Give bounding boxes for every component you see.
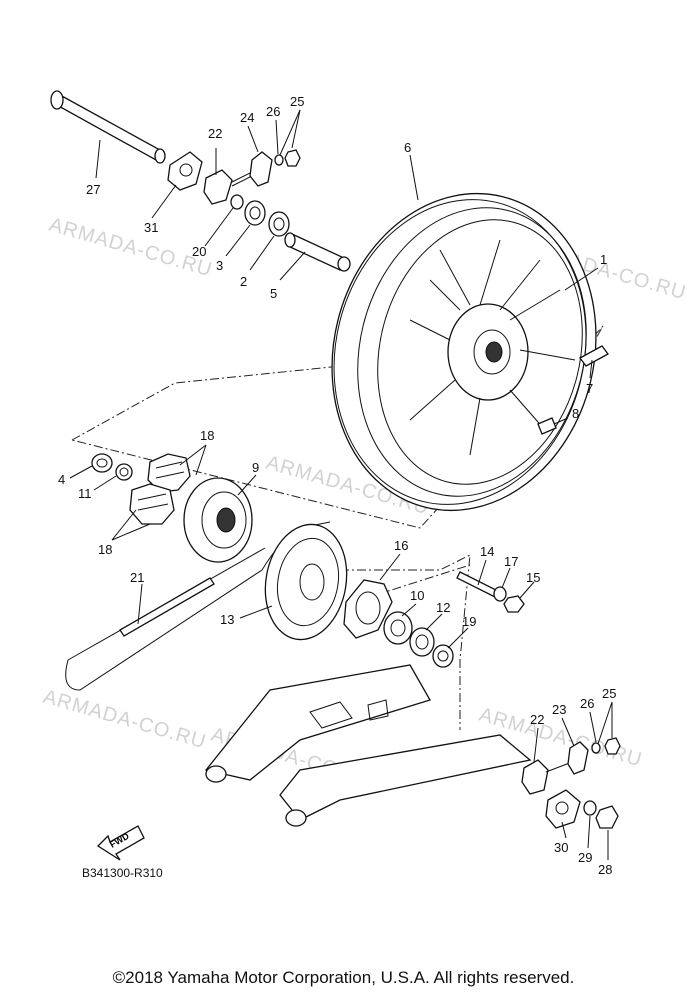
axle-27 bbox=[50, 90, 166, 164]
oil-seal-3 bbox=[244, 200, 266, 226]
nut-25-bottom bbox=[604, 737, 621, 755]
callout-15: 15 bbox=[526, 570, 540, 585]
callout-8: 8 bbox=[572, 406, 579, 421]
callout-14: 14 bbox=[480, 544, 494, 559]
callout-12: 12 bbox=[436, 600, 450, 615]
callout-29: 29 bbox=[578, 850, 592, 865]
callout-23: 23 bbox=[552, 702, 566, 717]
axle-nut-28 bbox=[595, 805, 619, 829]
chain-adjuster-22-top bbox=[203, 169, 257, 205]
adjuster-plate-23 bbox=[567, 741, 589, 775]
callout-6: 6 bbox=[404, 140, 411, 155]
swingarm bbox=[204, 664, 532, 827]
callout-30: 30 bbox=[554, 840, 568, 855]
clutch-hub-9 bbox=[183, 477, 253, 563]
drive-chain-21 bbox=[65, 521, 331, 691]
collar-20 bbox=[230, 194, 244, 210]
watermark: ARMADA-CO.RU bbox=[47, 214, 215, 282]
collar-11 bbox=[115, 463, 133, 481]
washer-26-bottom bbox=[591, 742, 601, 754]
leader-lines bbox=[69, 109, 613, 860]
collar-5 bbox=[284, 232, 351, 272]
sprocket-13 bbox=[264, 523, 348, 641]
callout-21: 21 bbox=[130, 570, 144, 585]
callout-26-top: 26 bbox=[266, 104, 280, 119]
nut-25-top bbox=[284, 149, 301, 167]
callout-5: 5 bbox=[270, 286, 277, 301]
callout-25-top: 25 bbox=[290, 94, 304, 109]
copyright-notice: ©2018 Yamaha Motor Corporation, U.S.A. A… bbox=[112, 968, 575, 987]
chain-adjuster-22-bottom bbox=[521, 759, 573, 795]
gasket-16 bbox=[343, 579, 393, 639]
callout-31: 31 bbox=[144, 220, 158, 235]
callout-27: 27 bbox=[86, 182, 100, 197]
reference-code: B341300-R310 bbox=[82, 866, 163, 880]
chain-puller-31 bbox=[167, 151, 203, 191]
rear-wheel-1 bbox=[331, 192, 597, 512]
callout-2: 2 bbox=[240, 274, 247, 289]
bearing-4 bbox=[91, 453, 113, 473]
valve-7 bbox=[579, 345, 609, 367]
callout-3: 3 bbox=[216, 258, 223, 273]
callout-26-bottom: 26 bbox=[580, 696, 594, 711]
washer-26-top bbox=[274, 154, 284, 166]
balance-weight-8 bbox=[537, 417, 557, 435]
callout-1: 1 bbox=[600, 252, 607, 267]
adjuster-plate-24 bbox=[249, 151, 273, 187]
watermark: ARMADA-CO.RU bbox=[41, 686, 209, 754]
damper-18-upper bbox=[147, 453, 191, 493]
callout-24: 24 bbox=[240, 110, 254, 125]
callout-9: 9 bbox=[252, 460, 259, 475]
callout-11: 11 bbox=[78, 486, 92, 501]
collar-19 bbox=[432, 644, 454, 668]
callout-17: 17 bbox=[504, 554, 518, 569]
callout-4: 4 bbox=[58, 472, 65, 487]
damper-18-lower bbox=[129, 483, 175, 525]
bearing-10 bbox=[383, 611, 413, 645]
fwd-arrow-icon: FWD bbox=[96, 825, 145, 861]
washer-17 bbox=[493, 586, 507, 602]
callout-25-bottom: 25 bbox=[602, 686, 616, 701]
callout-16: 16 bbox=[394, 538, 408, 553]
callouts: 1 2 3 4 5 6 7 8 9 10 11 12 13 14 15 16 1… bbox=[58, 94, 616, 877]
bearing-2 bbox=[268, 211, 290, 237]
nut-15 bbox=[503, 595, 525, 613]
callout-22-top: 22 bbox=[208, 126, 222, 141]
callout-10: 10 bbox=[410, 588, 424, 603]
callout-22-bottom: 22 bbox=[530, 712, 544, 727]
oil-seal-12 bbox=[409, 627, 435, 657]
chain-puller-30 bbox=[545, 789, 581, 829]
callout-18-upper: 18 bbox=[200, 428, 214, 443]
washer-29 bbox=[583, 800, 597, 816]
callout-18-lower: 18 bbox=[98, 542, 112, 557]
tire-6 bbox=[333, 199, 587, 505]
callout-20: 20 bbox=[192, 244, 206, 259]
callout-19: 19 bbox=[462, 614, 476, 629]
callout-13: 13 bbox=[220, 612, 234, 627]
callout-7: 7 bbox=[586, 381, 593, 396]
callout-28: 28 bbox=[598, 862, 612, 877]
